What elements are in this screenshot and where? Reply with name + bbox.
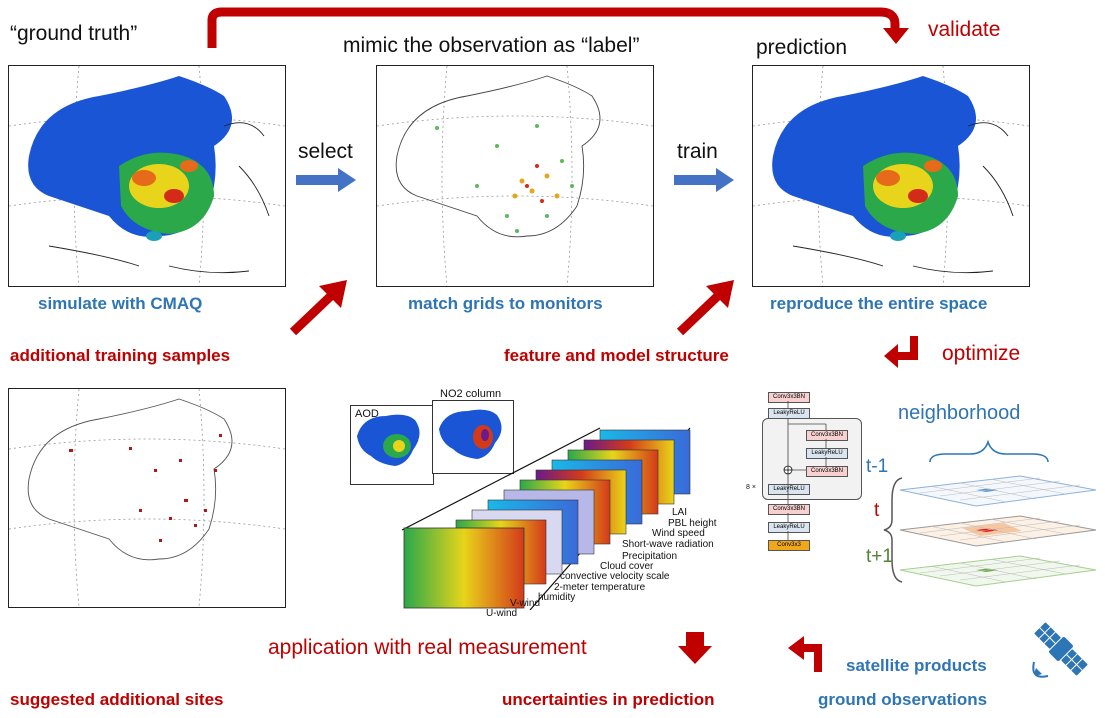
suggested-sites-map [8,388,286,608]
optimize-label: optimize [942,342,1021,365]
train-label: train [677,140,718,163]
ground-truth-map [8,65,286,287]
additional-samples-label: additional training samples [10,346,231,365]
t-minus-label: t-1 [866,456,889,477]
select-label: select [298,140,353,163]
t-plus-label: t+1 [866,546,893,567]
ground-truth-label: “ground truth” [10,22,138,45]
no2-map [432,400,514,474]
repeat-label: 8 × [746,484,756,491]
relu-block-3: LeakyReLU [768,484,810,495]
additional-samples-arrow [289,280,347,336]
aod-map [350,405,434,485]
aod-label: AOD [355,408,379,420]
layer-label: 2-meter temperature [554,582,646,593]
no2-label: NO2 column [440,388,502,400]
suggested-sites-label: suggested additional sites [10,690,224,709]
relu-block-1: LeakyReLU [768,408,810,419]
return-arrow [788,636,822,672]
ground-label: ground observations [818,690,988,709]
feature-model-label: feature and model structure [504,346,729,365]
neighborhood-grids [883,439,1097,587]
conv-block-1: Conv3x3BN [768,392,810,403]
layer-label: LAI [672,507,688,518]
prediction-map [752,65,1030,287]
relu-block-4: LeakyReLU [768,522,810,533]
conv-block-5: Conv3x3 [768,540,810,551]
conv-block-2: Conv3x3BN [806,430,848,441]
conv-block-4: Conv3x3BN [768,504,810,515]
layer-label: humidity [538,592,576,603]
neighborhood-label: neighborhood [898,402,1021,424]
uncertainties-label: uncertainties in prediction [502,690,715,709]
application-label: application with real measurement [268,636,587,659]
reproduce-caption: reproduce the entire space [770,294,988,313]
mimic-label: mimic the observation as “label” [343,34,640,57]
layer-label: Short-wave radiation [622,539,714,550]
simulate-caption: simulate with CMAQ [38,294,203,313]
satellite-icon [1032,622,1088,678]
layer-label: Cloud cover [600,561,654,572]
satellite-label: satellite products [846,656,987,675]
conv-block-3: Conv3x3BN [806,466,848,477]
layer-label: U-wind [486,608,518,619]
match-caption: match grids to monitors [408,294,603,313]
validate-arrow [207,7,909,48]
observation-map [376,65,654,287]
t-label: t [874,500,880,521]
optimize-arrow [884,336,918,368]
layer-label: Wind speed [652,528,705,539]
layer-label: V-wind [510,598,541,609]
validate-label: validate [928,18,1001,41]
network-connectors [783,401,827,540]
layer-label: convective velocity scale [560,571,670,582]
application-arrow [678,632,712,664]
relu-block-2: LeakyReLU [806,448,848,459]
layer-label: Precipitation [622,551,678,562]
train-arrow [674,168,734,192]
select-arrow [296,168,356,192]
layer-label: PBL height [668,518,717,529]
prediction-label: prediction [756,36,848,59]
feature-layers-stack [401,427,691,610]
feature-model-arrow [676,280,734,336]
